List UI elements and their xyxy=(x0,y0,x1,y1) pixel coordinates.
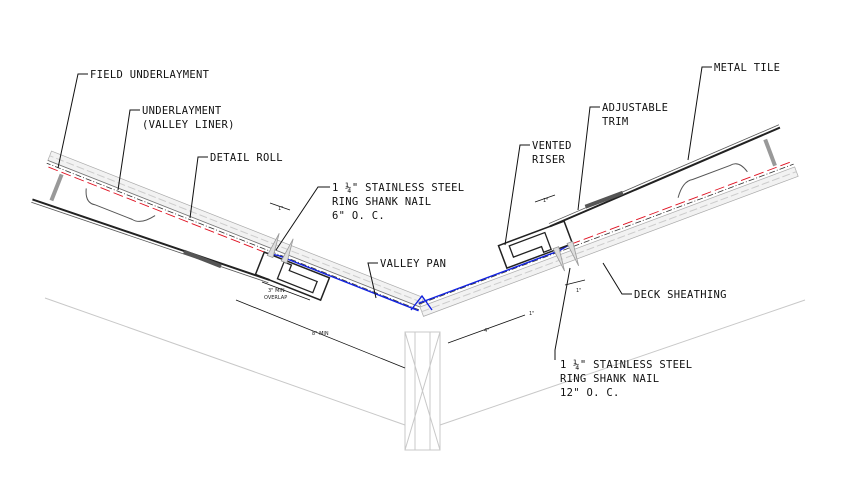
framing xyxy=(44,297,806,451)
dim-right-1in-a: 1" xyxy=(543,198,548,204)
dim-left-1in: 1" xyxy=(278,206,283,212)
label-valley-liner: (VALLEY LINER) xyxy=(142,119,235,131)
left-roof-slope xyxy=(31,150,425,312)
label-nail-left-1: 1 ¼" STAINLESS STEEL xyxy=(332,182,464,194)
label-vented: VENTED xyxy=(532,140,572,152)
label-nail-right-3: 12" O. C. xyxy=(560,387,620,399)
dimension-lines xyxy=(235,194,586,369)
leader-lines xyxy=(57,66,712,360)
right-roof-slope xyxy=(418,124,799,317)
label-underlayment: UNDERLAYMENT xyxy=(142,105,222,117)
label-nail-right-1: 1 ¼" STAINLESS STEEL xyxy=(560,359,692,371)
label-nail-right-2: RING SHANK NAIL xyxy=(560,373,659,385)
dim-overlap-2: OVERLAP xyxy=(264,295,287,301)
valley-pan-center-rib xyxy=(410,294,433,311)
dim-right-1in-b: 1" xyxy=(529,311,534,317)
dim-8-min: 8" MIN xyxy=(312,331,329,337)
label-detail-roll: DETAIL ROLL xyxy=(210,152,283,164)
label-nail-left-3: 6" O. C. xyxy=(332,210,385,222)
label-nail-left-2: RING SHANK NAIL xyxy=(332,196,431,208)
dim-overlap-1: 3" MIN xyxy=(268,288,285,294)
label-metal-tile: METAL TILE xyxy=(714,62,780,74)
dim-right-1in-c: 1" xyxy=(576,288,581,294)
label-deck-sheathing: DECK SHEATHING xyxy=(634,289,727,301)
label-field-underlayment: FIELD UNDERLAYMENT xyxy=(90,69,210,81)
label-riser: RISER xyxy=(532,154,565,166)
label-adjustable: ADJUSTABLE xyxy=(602,102,668,114)
label-valley-pan: VALLEY PAN xyxy=(380,258,446,270)
label-trim: TRIM xyxy=(602,116,629,128)
dim-4in: 4" xyxy=(484,328,489,334)
